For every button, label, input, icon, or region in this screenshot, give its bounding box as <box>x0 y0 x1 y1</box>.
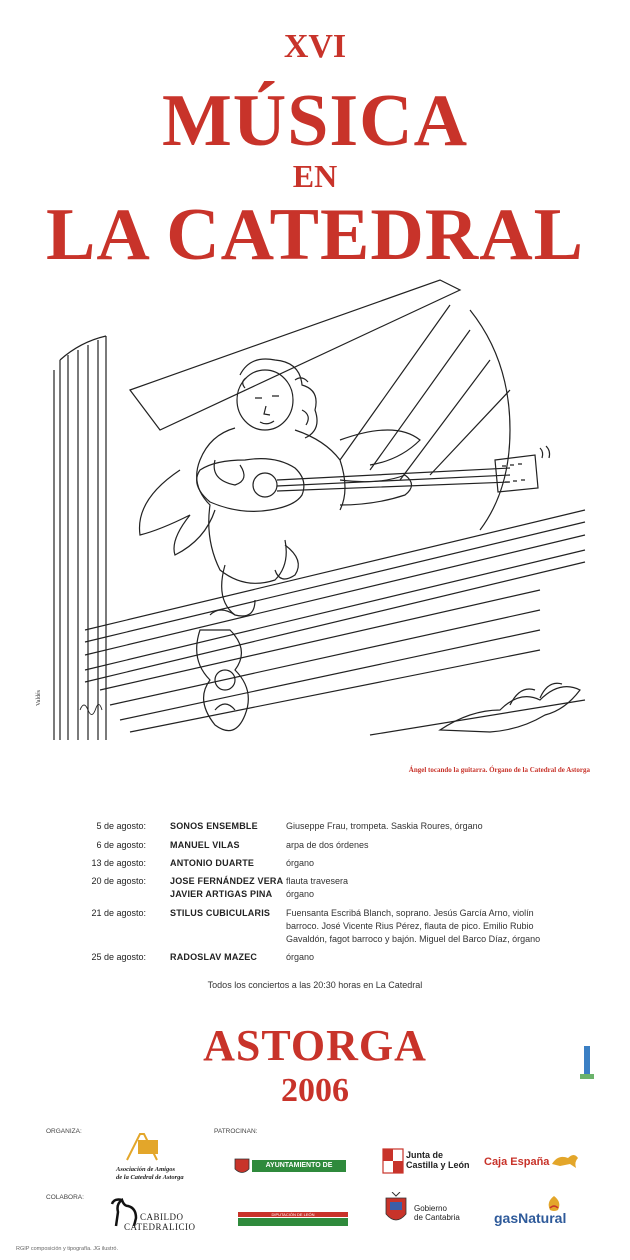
concert-performer: MANUEL VILAS <box>170 840 240 850</box>
edition-number: XVI <box>283 28 347 65</box>
title-la-catedral: LA CATEDRAL <box>46 194 584 276</box>
concert-performer: JAVIER ARTIGAS PINA <box>170 889 273 899</box>
ayuntamiento-logo: AYUNTAMIENTO DE ASTORGA <box>252 1160 346 1181</box>
ayuntamiento-shield-icon <box>234 1158 250 1173</box>
print-credit: RGIP composición y tipografía. JG ilustr… <box>16 1246 118 1252</box>
cabildo-logo-line2: CATEDRALICIO <box>124 1222 196 1232</box>
concert-date: 5 de agosto: <box>96 821 146 831</box>
concert-date: 6 de agosto: <box>96 840 146 850</box>
patrocinan-label: PATROCINAN: <box>214 1128 258 1135</box>
cantabria-shield-icon <box>385 1192 407 1221</box>
concert-details: Fuensanta Escribá Blanch, soprano. Jesús… <box>286 908 541 944</box>
city-name: ASTORGA <box>203 1021 427 1070</box>
diputacion-logo: DIPUTACIÓN DE LEÓN <box>238 1212 348 1217</box>
concert-details: arpa de dos órdenes <box>286 840 369 850</box>
concert-time-note: Todos los conciertos a las 20:30 horas e… <box>207 980 423 990</box>
title-musica: MÚSICA <box>161 80 469 162</box>
asociacion-logo-line2: de la Catedral de Astorga <box>116 1174 184 1181</box>
concert-details: Giuseppe Frau, trompeta. Saskia Roures, … <box>286 821 483 831</box>
concert-date: 21 de agosto: <box>91 908 146 918</box>
diputacion-green-bar <box>238 1218 348 1226</box>
concert-date: 20 de agosto: <box>91 876 146 886</box>
concert-details: órgano <box>286 858 315 868</box>
illustration-signature: Valdés <box>36 690 42 706</box>
cantabria-logo-line1: Gobierno <box>414 1204 447 1213</box>
asociacion-logo-icon <box>126 1133 158 1161</box>
concert-date: 13 de agosto: <box>91 858 146 868</box>
asociacion-logo-line1: Asociación de Amigos <box>116 1166 175 1173</box>
concert-performer: SONOS ENSEMBLE <box>170 821 258 831</box>
concert-performer: RADOSLAV MAZEC <box>170 952 258 962</box>
lion-icon <box>552 1155 578 1168</box>
junta-shield-icon <box>382 1148 404 1174</box>
vertical-sponsor-icon <box>580 1046 594 1079</box>
gas-natural-logo: gasNatural <box>494 1210 567 1226</box>
concert-date: 25 de agosto: <box>91 952 146 962</box>
caja-espana-logo: Caja España <box>484 1156 550 1168</box>
concert-details: flauta travesera <box>286 876 349 886</box>
concert-performer: JOSE FERNÁNDEZ VERA <box>170 876 284 886</box>
organiza-label: ORGANIZA: <box>46 1128 82 1135</box>
colabora-label: COLABORA: <box>46 1194 84 1201</box>
junta-logo-line1: Junta de <box>406 1150 444 1160</box>
title-en: EN <box>292 158 338 194</box>
angel-guitar-drawing-icon <box>53 279 586 740</box>
concert-performer: ANTONIO DUARTE <box>170 858 255 868</box>
illustration-caption: Ángel tocando la guitarra. Órgano de la … <box>408 766 590 774</box>
junta-logo-line2: Castilla y León <box>406 1160 470 1170</box>
concert-details: órgano <box>286 952 315 962</box>
cabildo-logo-line1: CABILDO <box>140 1212 184 1222</box>
gas-flame-icon <box>548 1196 560 1211</box>
concert-performer: STILUS CUBICULARIS <box>170 908 271 918</box>
cantabria-logo-line2: de Cantabria <box>414 1213 460 1222</box>
festival-year: 2006 <box>281 1072 349 1109</box>
concert-details: órgano <box>286 889 315 899</box>
cabildo-goat-icon <box>110 1198 138 1227</box>
